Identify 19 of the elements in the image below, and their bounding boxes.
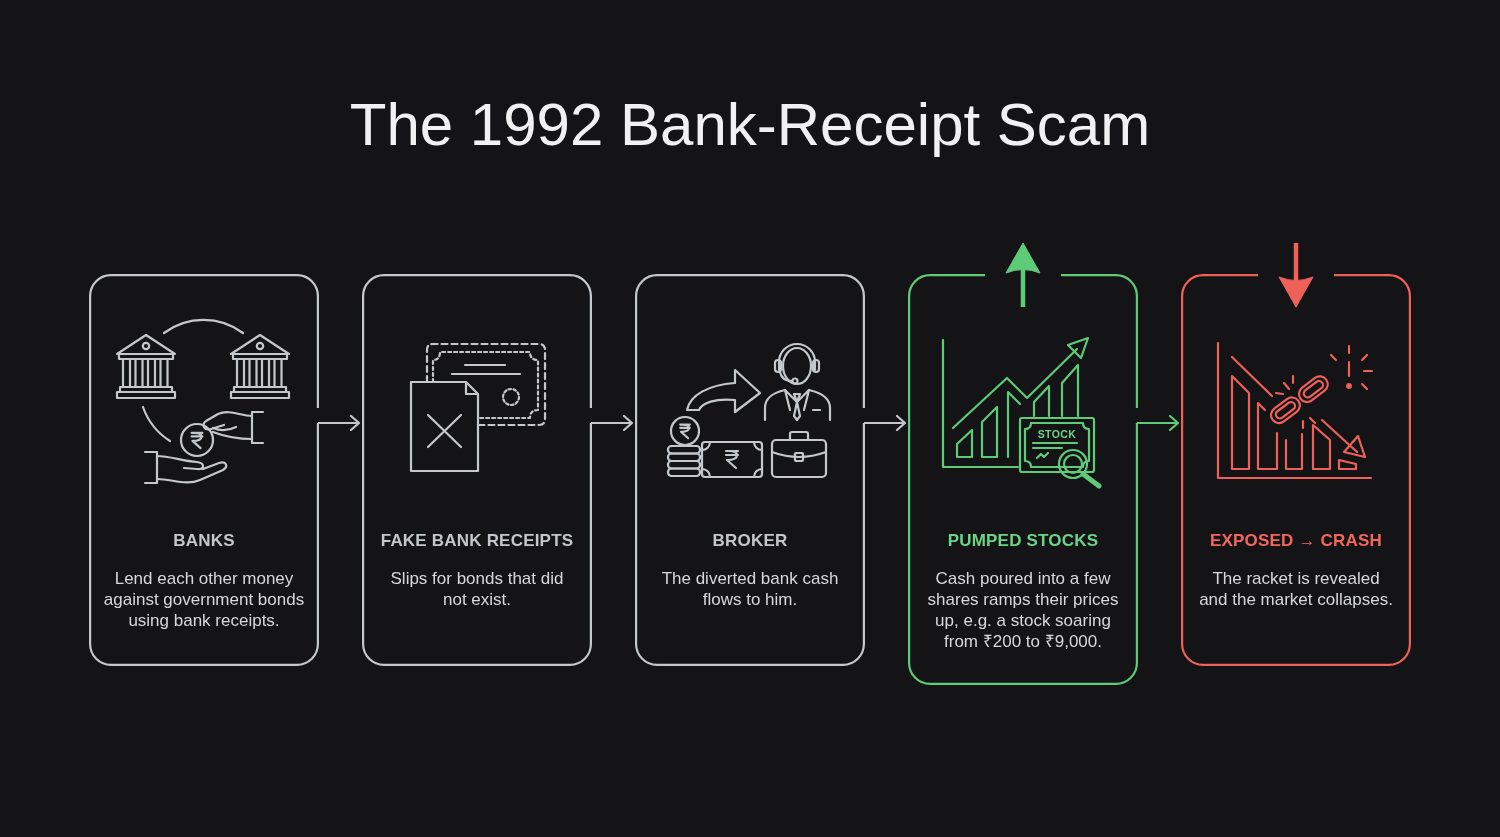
step-title: BANKS [173,531,235,551]
step-description: The racket is revealed and the market collapses. [1198,568,1394,610]
step-card [89,274,319,666]
step-card [362,274,592,666]
step-title: BROKER [712,531,788,551]
step-description: Cash poured into a few shares ramps their prices up, e.g. a stock soaring from ₹200 to ₹9,000. [926,568,1120,652]
step-description: Slips for bonds that did not exist. [389,568,565,610]
step-title: PUMPED STOCKS [947,531,1099,551]
arrow [864,414,907,432]
step-title: FAKE BANK RECEIPTS [380,531,574,551]
arrow [318,414,361,432]
certificate-title: STOCK [1037,428,1077,440]
diagram-title: The 1992 Bank-Receipt Scam [349,90,1151,160]
arrow [1137,414,1180,432]
step-title: EXPOSED → CRASH [1209,531,1383,551]
step-card [635,274,865,666]
step-description: The diverted bank cash flows to him. [660,568,840,610]
step-description: Lend each other money against government bonds using bank receipts. [102,568,306,631]
arrow [591,414,634,432]
